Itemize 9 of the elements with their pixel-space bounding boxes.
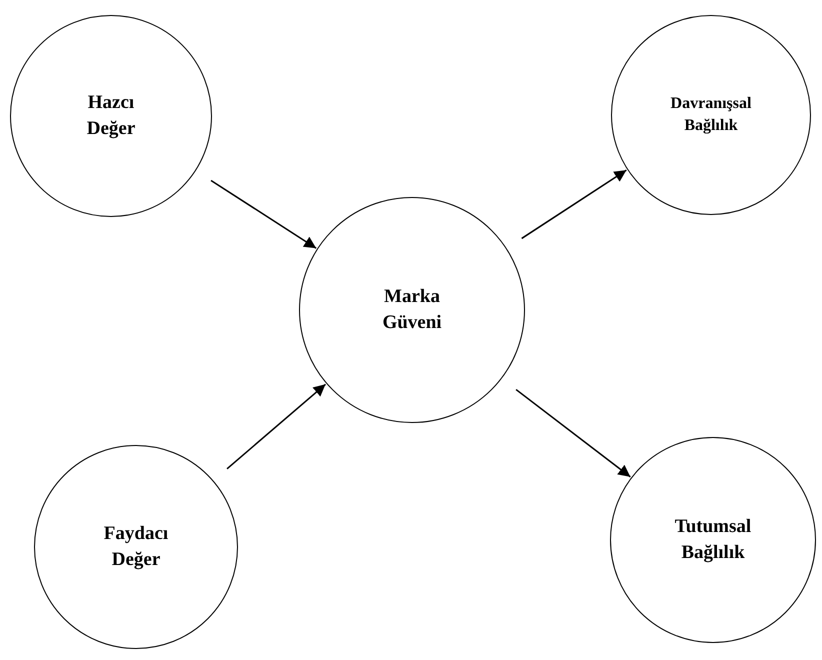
arrow bbox=[516, 388, 631, 478]
node-label: Faydacı Değer bbox=[102, 522, 170, 572]
node-label: Hazcı Değer bbox=[86, 91, 136, 141]
node-label: Tutumsal Bağlılık bbox=[674, 515, 752, 565]
arrow bbox=[210, 180, 317, 249]
arrow bbox=[226, 384, 326, 470]
arrow bbox=[521, 170, 627, 240]
node-label: Davranışsal Bağlılık bbox=[670, 94, 752, 136]
node-label: Marka Güveni bbox=[381, 285, 443, 335]
